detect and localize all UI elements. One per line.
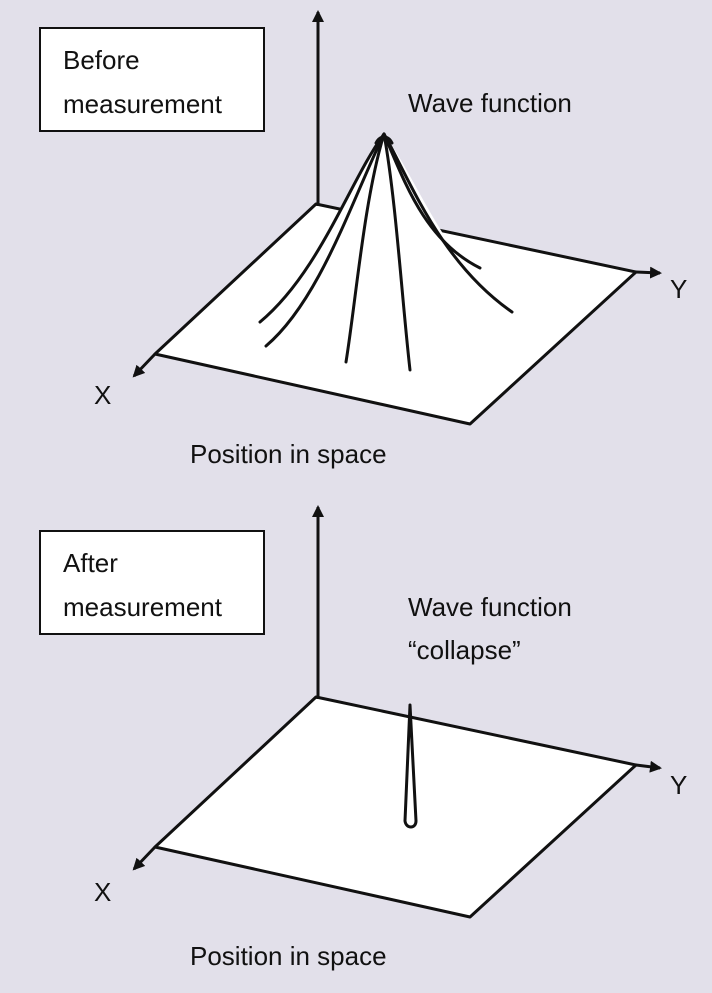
collapse-label: “collapse” [408,635,521,665]
label-box-line-1: Before [63,45,140,75]
y-axis-label: Y [670,274,688,304]
position-in-space-caption: Position in space [190,941,387,971]
x-axis-label: X [94,380,112,410]
wave-function-label: Wave function [408,88,572,118]
y-axis-label: Y [670,770,688,800]
after-measurement-label-box: After measurement [39,530,265,635]
y-axis-arrow [635,760,662,773]
x-axis-label: X [94,877,112,907]
wave-curve [382,132,514,314]
label-box-line-1: After [63,548,118,578]
wave-function-collapse-diagram [132,505,662,919]
wave-curve [382,132,412,372]
wave-function-peak [260,134,512,372]
ground-plane [153,695,638,919]
x-axis-arrow [132,352,157,378]
wave-curve [382,132,482,270]
position-in-space-caption: Position in space [190,439,387,469]
wave-curve [258,132,386,324]
label-box-line-2: measurement [63,592,222,622]
label-box-line-2: measurement [63,89,222,119]
panel-before-measurement: Before measurement Wave function Y X Pos… [0,0,712,490]
wave-curve [264,132,386,348]
wave-function-spread-diagram [132,10,662,426]
before-measurement-label-box: Before measurement [39,27,265,132]
x-axis-arrow [132,845,157,871]
y-axis-arrow [635,266,662,279]
wave-curve [344,132,386,364]
panel-after-measurement: After measurement Wave function “collaps… [0,503,712,993]
wave-function-label: Wave function [408,592,572,622]
wave-peak-cap [374,135,394,145]
collapsed-wave-spike [403,703,418,829]
